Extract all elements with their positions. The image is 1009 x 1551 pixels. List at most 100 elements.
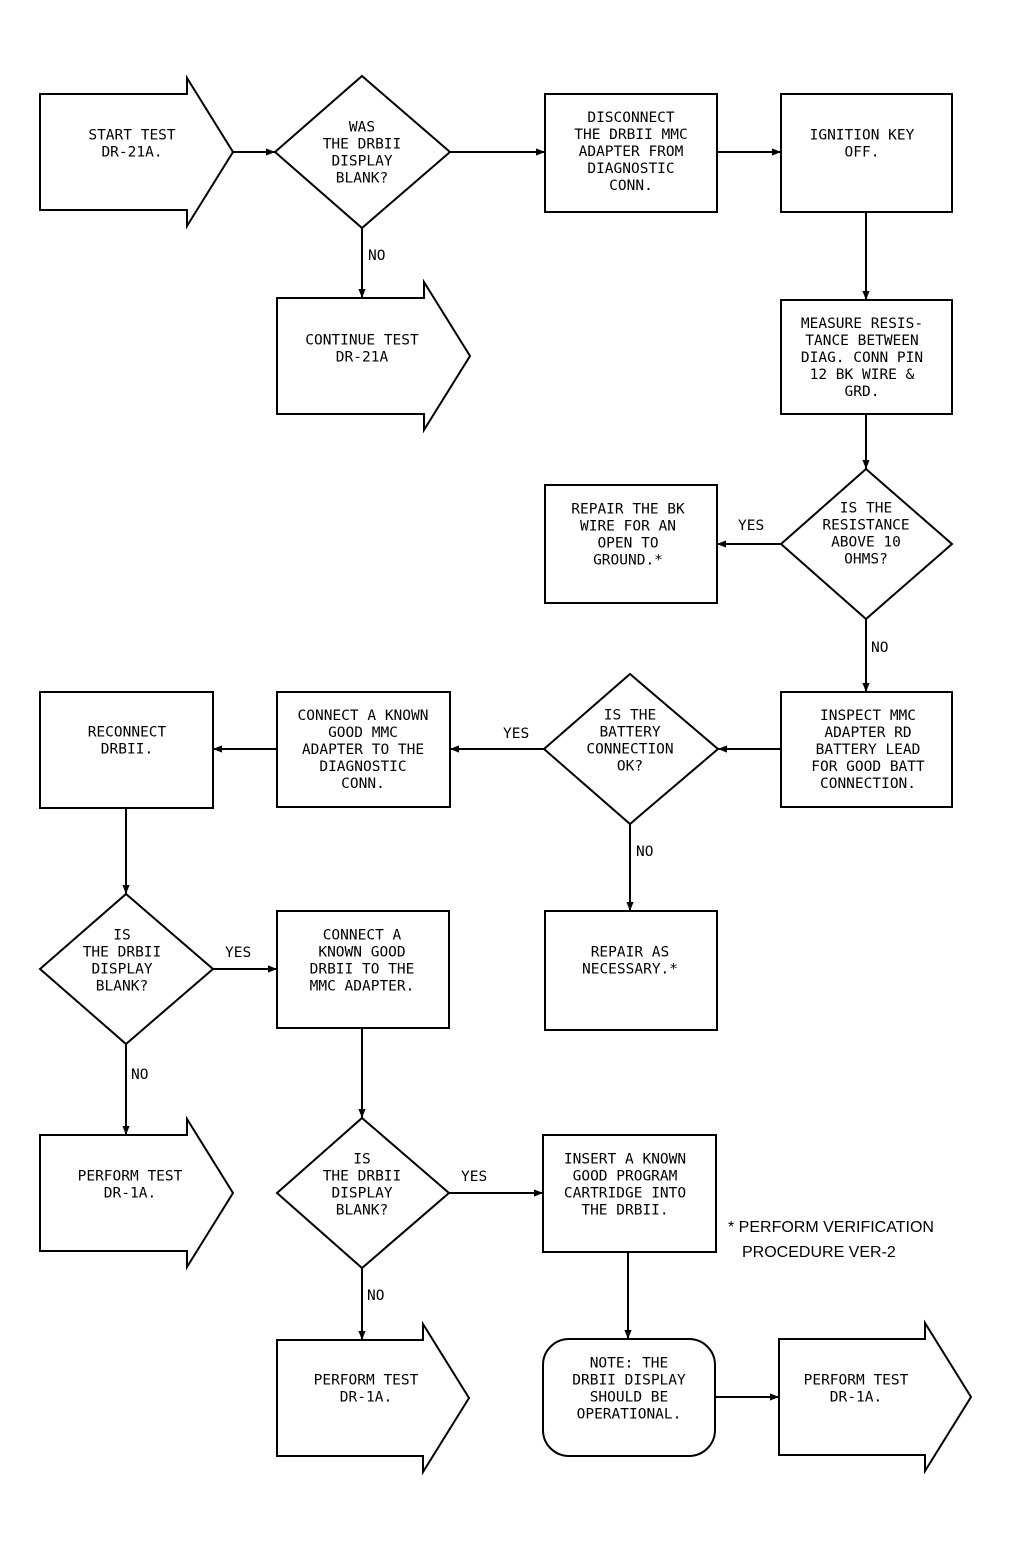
edge-label-q-blank3-no: NO [367, 1288, 384, 1304]
connect-drb-line: CONNECT A [323, 928, 402, 944]
edge-label-q-blank3-yes: YES [461, 1169, 487, 1185]
start-arrow-shape [39, 74, 235, 230]
insert-line: INSERT A KNOWN [564, 1152, 686, 1168]
ignition-line: IGNITION KEY [810, 128, 915, 144]
measure-line: MEASURE RESIS- [801, 316, 923, 332]
ignition-box [780, 93, 953, 213]
q-battery-line: OK? [617, 759, 643, 775]
footnote: * PERFORM VERIFICATION PROCEDURE VER-2 [728, 1219, 934, 1261]
reconnect-line: RECONNECT [88, 725, 167, 741]
note-op-line: NOTE: THE [590, 1356, 669, 1372]
edge-label-q-battery-yes: YES [503, 726, 529, 742]
q-blank2-line: BLANK? [96, 979, 148, 995]
disconnect-line: CONN. [609, 178, 653, 194]
measure-line: TANCE BETWEEN [805, 333, 919, 349]
disconnect-box [544, 93, 718, 213]
q-battery-line: IS THE [604, 708, 656, 724]
q-resistance-line: IS THE [840, 501, 892, 517]
inspect-line: BATTERY LEAD [816, 742, 921, 758]
q-resistance-line: ABOVE 10 [831, 535, 901, 551]
measure-line: DIAG. CONN PIN [801, 350, 923, 366]
q-blank1-line: WAS [349, 120, 375, 136]
reconnect-box [39, 691, 214, 809]
perform2-line: DR-1A. [340, 1390, 392, 1406]
disconnect-line: DIAGNOSTIC [587, 161, 674, 177]
inspect-line: ADAPTER RD [824, 725, 911, 741]
connect-adapter-line: CONN. [341, 776, 385, 792]
connect-adapter-line: DIAGNOSTIC [319, 759, 406, 775]
q-blank1-line: BLANK? [336, 171, 388, 187]
repair-bk-line: WIRE FOR AN [580, 519, 676, 535]
q-battery-diamond [542, 672, 720, 826]
inspect-line: FOR GOOD BATT [811, 759, 925, 775]
note-box [542, 1338, 716, 1457]
q-resistance-diamond [779, 467, 954, 621]
q-blank3-line: IS [353, 1152, 370, 1168]
q-resistance-line: RESISTANCE [822, 518, 909, 534]
q-battery-line: BATTERY [599, 725, 660, 741]
q-resistance-line: OHMS? [844, 552, 888, 568]
ignition-line: OFF. [845, 145, 880, 161]
reconnect-line: DRBII. [101, 742, 153, 758]
perform3-line: PERFORM TEST [804, 1373, 909, 1389]
measure-line: GRD. [845, 384, 880, 400]
perform1-line: PERFORM TEST [78, 1169, 183, 1185]
measure-line: 12 BK WIRE & [810, 367, 915, 383]
insert-box [542, 1134, 717, 1253]
perform3-line: DR-1A. [830, 1390, 882, 1406]
connect-drb-box [276, 910, 450, 1029]
disconnect-line: DISCONNECT [587, 110, 675, 126]
edge-label-q1-no: NO [368, 248, 385, 264]
start-line: DR-21A. [101, 145, 162, 161]
q-blank2-diamond [38, 892, 215, 1046]
connect-drb-line: MMC ADAPTER. [310, 979, 415, 995]
note-op-line: DRBII DISPLAY [572, 1373, 686, 1389]
perform2-arrow-shape [276, 1320, 471, 1476]
repair-bk-line: GROUND.* [593, 553, 663, 569]
disconnect-line: ADAPTER FROM [579, 144, 684, 160]
note-op-line: SHOULD BE [590, 1390, 669, 1406]
perform1-line: DR-1A. [104, 1186, 156, 1202]
inspect-line: INSPECT MMC [820, 708, 916, 724]
q-blank3-line: BLANK? [336, 1203, 388, 1219]
footnote-line-2: PROCEDURE VER-2 [742, 1244, 896, 1261]
inspect-box [780, 691, 953, 808]
shapes [38, 74, 973, 1476]
q-blank2-line: DISPLAY [91, 962, 152, 978]
connect-drb-line: KNOWN GOOD [318, 945, 405, 961]
repair-bk-line: REPAIR THE BK [571, 502, 685, 518]
edge-labels: NO YES NO YES NO YES NO YES NO [131, 248, 888, 1304]
disconnect-line: THE DRBII MMC [574, 127, 688, 143]
connect-adapter-line: GOOD MMC [328, 725, 398, 741]
connect-adapter-line: CONNECT A KNOWN [298, 708, 429, 724]
q-blank1-line: DISPLAY [331, 154, 392, 170]
connect-adapter-box [276, 691, 451, 808]
q-blank2-line: THE DRBII [83, 945, 162, 961]
q-blank3-diamond [275, 1116, 451, 1270]
edge-label-q-resistance-no: NO [871, 640, 888, 656]
insert-line: CARTRIDGE INTO [564, 1186, 686, 1202]
q-blank3-line: DISPLAY [331, 1186, 392, 1202]
connect-drb-line: DRBII TO THE [310, 962, 415, 978]
footnote-line-1: * PERFORM VERIFICATION [728, 1219, 934, 1236]
continue-line: DR-21A [336, 350, 389, 366]
repair-bk-box [544, 484, 718, 604]
